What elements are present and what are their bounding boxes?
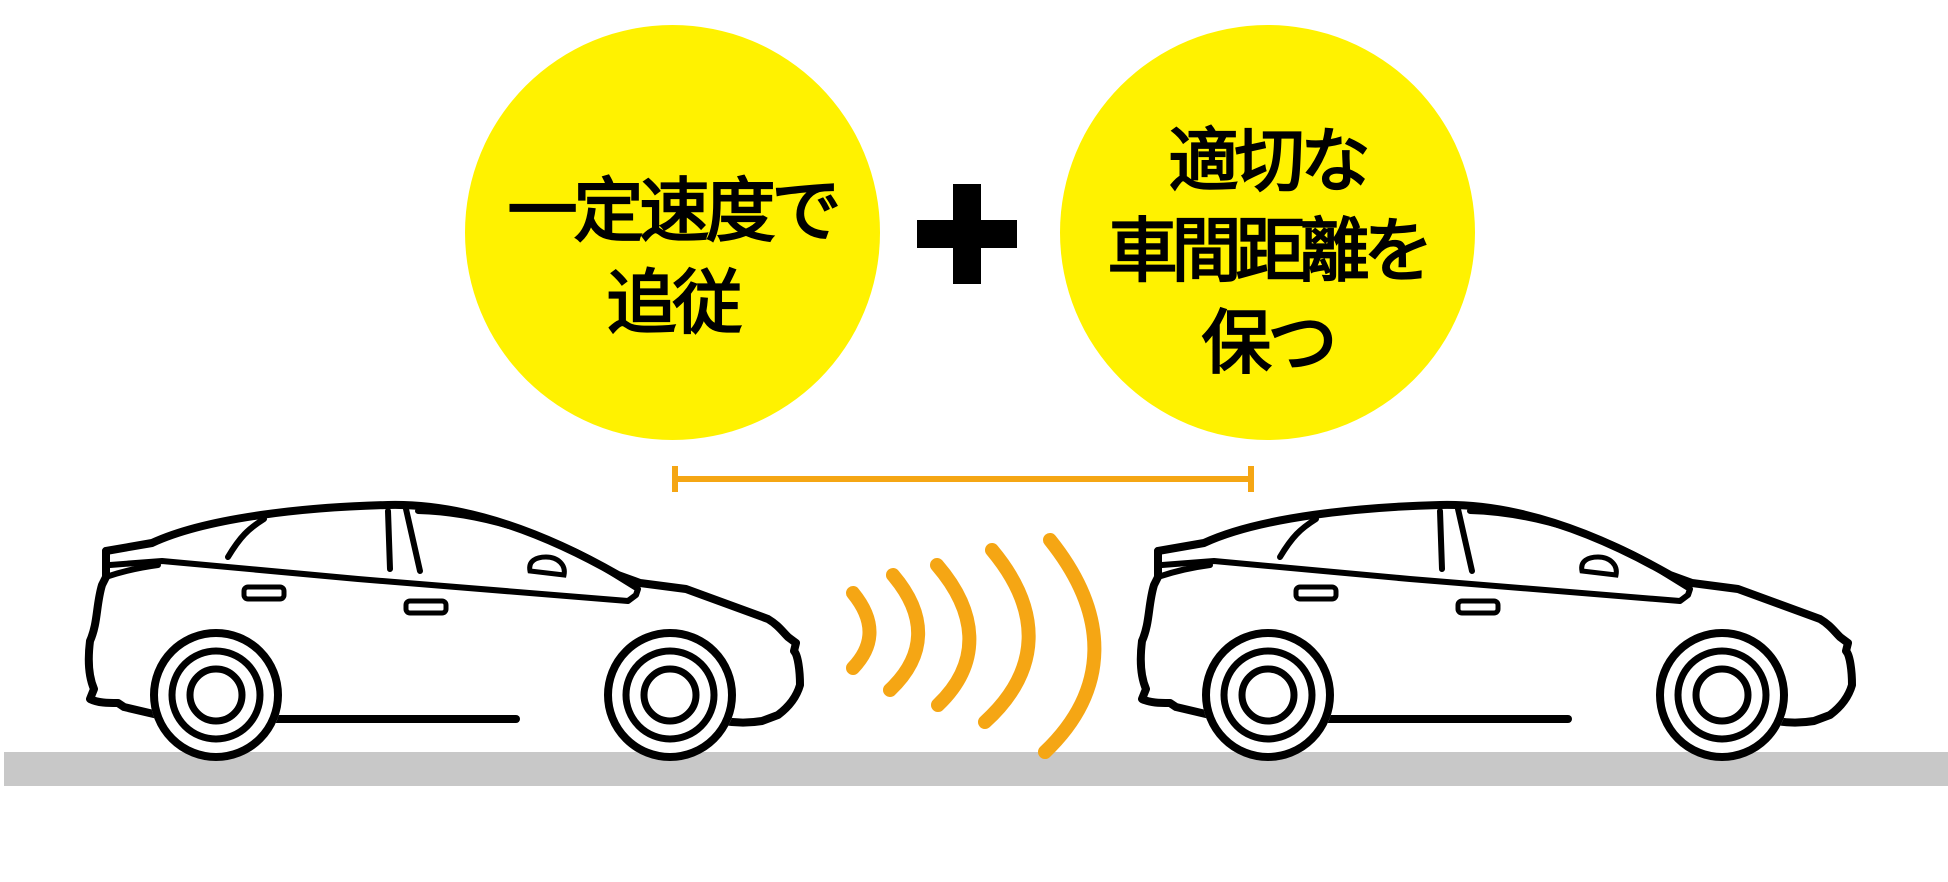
car-icon xyxy=(89,505,800,761)
keep-distance-label-line3: 保つ xyxy=(1201,302,1338,384)
keep-distance-bubble: 適切な 車間距離を 保つ xyxy=(1060,25,1475,440)
constant-speed-label-line2: 追従 xyxy=(606,262,743,344)
constant-speed-bubble: 一定速度で 追従 xyxy=(465,25,880,440)
plus-icon xyxy=(917,184,1017,284)
keep-distance-label-line1: 適切な xyxy=(1168,120,1371,202)
radar-wave-icon xyxy=(846,533,1102,759)
road xyxy=(4,752,1948,786)
distance-bracket-icon xyxy=(672,466,1254,492)
car-icon xyxy=(1141,505,1852,761)
keep-distance-label-line2: 車間距離を xyxy=(1107,210,1434,292)
constant-speed-label-line1: 一定速度で xyxy=(507,170,842,252)
